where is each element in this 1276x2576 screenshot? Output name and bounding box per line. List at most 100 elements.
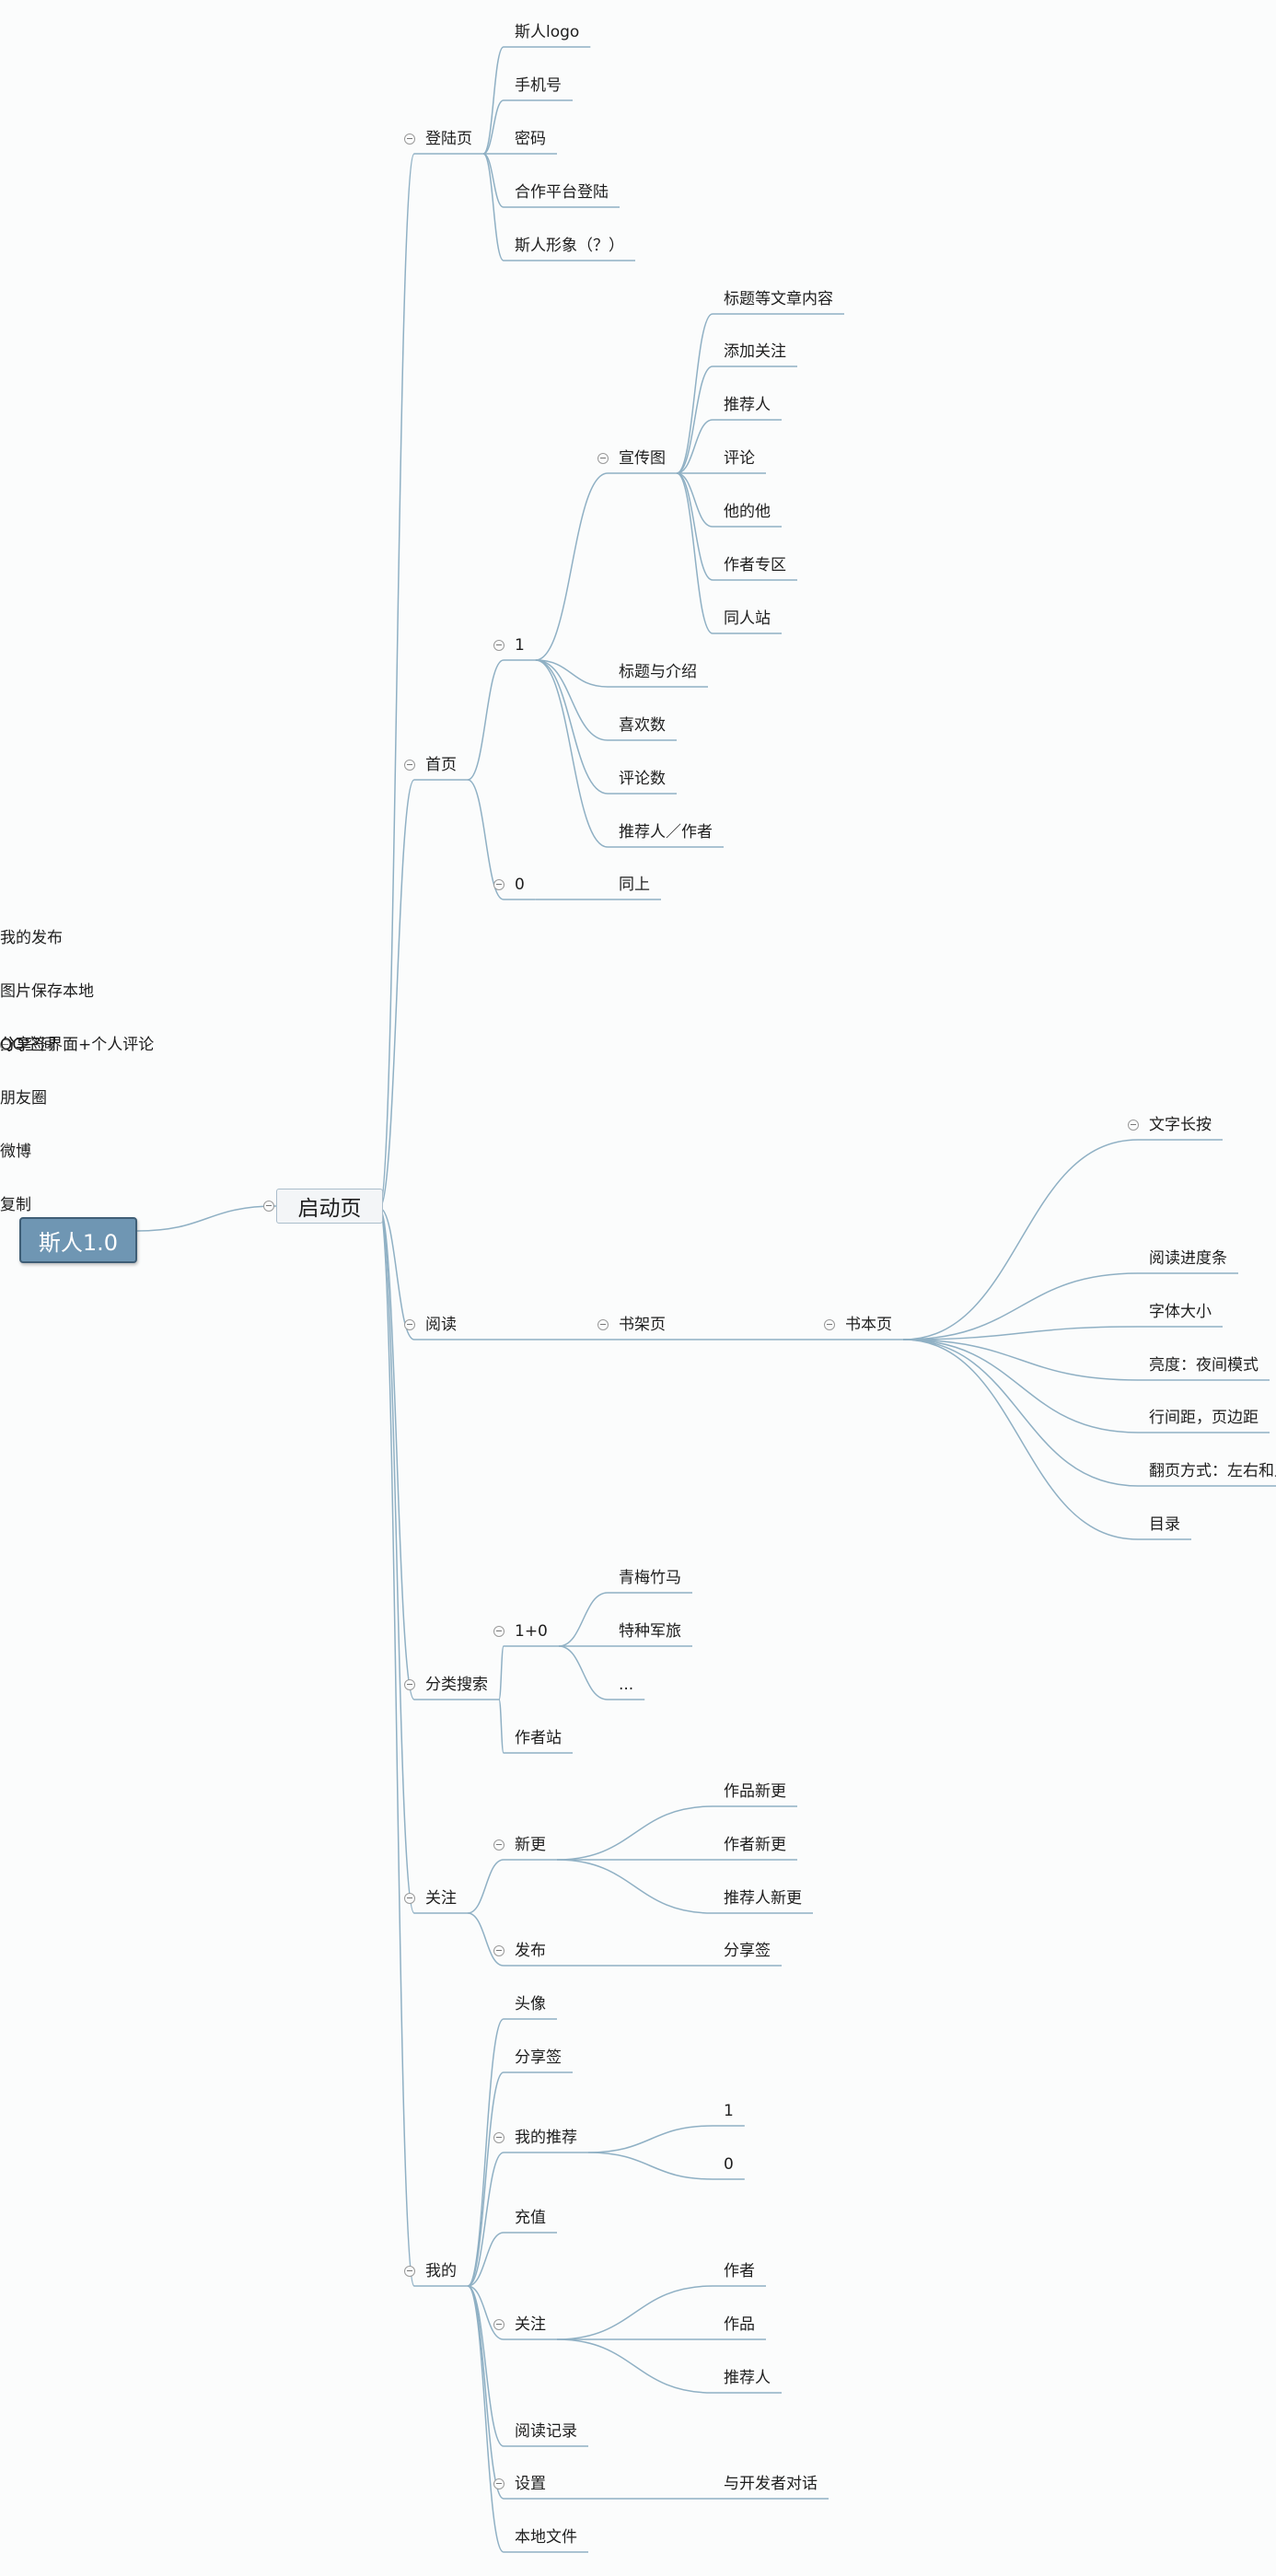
subtopic-node[interactable]: 与开发者对话 bbox=[724, 2475, 818, 2493]
subtopic-node[interactable]: 手机号 bbox=[515, 76, 562, 95]
subtopic-node[interactable]: 充值 bbox=[515, 2209, 546, 2227]
subtopic-node[interactable]: 作者站 bbox=[515, 1729, 562, 1747]
topic-node[interactable]: 分享签界面+个人评论 bbox=[0, 1036, 155, 1054]
topic-node[interactable]: 书架页 bbox=[619, 1316, 666, 1334]
collapse-icon[interactable] bbox=[404, 1319, 415, 1330]
connector-line bbox=[378, 779, 415, 1209]
subtopic-node[interactable]: 头像 bbox=[515, 1995, 546, 2013]
subtopic-node[interactable]: 复制 bbox=[0, 1196, 31, 1214]
topic-node[interactable]: 关注 bbox=[425, 1889, 457, 1908]
collapse-icon[interactable] bbox=[493, 2478, 505, 2489]
subtopic-node[interactable]: 同人站 bbox=[724, 609, 771, 628]
topic-node[interactable]: 宣传图 bbox=[619, 449, 666, 468]
subtopic-node[interactable]: 斯人形象（？） bbox=[515, 237, 624, 255]
subtopic-node[interactable]: 微博 bbox=[0, 1143, 31, 1161]
subtopic-node[interactable]: 他的他 bbox=[724, 503, 771, 521]
connector-line bbox=[676, 472, 713, 634]
collapse-icon[interactable] bbox=[824, 1319, 835, 1330]
connector-line bbox=[556, 1859, 713, 1914]
collapse-icon[interactable] bbox=[493, 640, 505, 651]
subtopic-node[interactable]: 标题与介绍 bbox=[619, 663, 697, 681]
subtopic-node[interactable]: 作者 bbox=[724, 2262, 755, 2280]
subtopic-node[interactable]: 推荐人 bbox=[724, 2369, 771, 2387]
collapse-icon[interactable] bbox=[404, 760, 415, 771]
subtopic-node[interactable]: 行间距，页边距 bbox=[1149, 1409, 1259, 1427]
collapse-icon[interactable] bbox=[493, 2319, 505, 2330]
subtopic-node[interactable]: 阅读进度条 bbox=[1149, 1249, 1227, 1268]
subtopic-node[interactable]: 添加关注 bbox=[724, 342, 786, 361]
subtopic-node[interactable]: 翻页方式：左右和上下 bbox=[1149, 1462, 1276, 1480]
topic-node[interactable]: 关注 bbox=[515, 2315, 546, 2334]
subtopic-node[interactable]: 特种军旅 bbox=[619, 1622, 681, 1641]
collapse-icon[interactable] bbox=[597, 453, 609, 464]
subtopic-node[interactable]: 合作平台登陆 bbox=[515, 183, 609, 202]
subtopic-node[interactable]: 斯人logo bbox=[515, 23, 580, 41]
topic-node[interactable]: 我的 bbox=[425, 2262, 457, 2280]
subtopic-node[interactable]: 本地文件 bbox=[515, 2528, 577, 2547]
subtopic-node[interactable]: 分享签 bbox=[724, 1942, 771, 1960]
collapse-icon[interactable] bbox=[493, 1626, 505, 1637]
subtopic-node[interactable]: 字体大小 bbox=[1149, 1303, 1212, 1321]
subtopic-node[interactable]: 作者专区 bbox=[724, 556, 786, 574]
topic-node[interactable]: 0 bbox=[515, 876, 525, 894]
subtopic-node[interactable]: 作品新更 bbox=[724, 1782, 786, 1801]
topic-node[interactable]: 设置 bbox=[515, 2475, 546, 2493]
collapse-icon[interactable] bbox=[493, 1945, 505, 1956]
topic-node[interactable]: 1 bbox=[515, 636, 525, 655]
collapse-icon[interactable] bbox=[404, 1679, 415, 1690]
subtopic-node[interactable]: 标题等文章内容 bbox=[724, 290, 833, 308]
subtopic-node[interactable]: 推荐人新更 bbox=[724, 1889, 802, 1908]
collapse-icon[interactable] bbox=[0, 1039, 11, 1050]
connector-line bbox=[535, 659, 609, 848]
subtopic-node[interactable]: 朋友圈 bbox=[0, 1089, 47, 1108]
collapse-icon[interactable] bbox=[1128, 1120, 1139, 1131]
connector-line bbox=[378, 1207, 415, 2287]
topic-node[interactable]: 文字长按 bbox=[1149, 1116, 1212, 1134]
connector-line bbox=[467, 2071, 505, 2287]
topic-node[interactable]: 书本页 bbox=[845, 1316, 892, 1334]
collapse-icon[interactable] bbox=[493, 2132, 505, 2143]
subtopic-node[interactable]: 评论 bbox=[724, 449, 755, 468]
subtopic-node[interactable]: 作者新更 bbox=[724, 1836, 786, 1854]
connector-line bbox=[467, 2285, 505, 2553]
root-node[interactable]: 斯人1.0 bbox=[19, 1217, 137, 1263]
subtopic-node[interactable]: 推荐人／作者 bbox=[619, 823, 713, 841]
subtopic-node[interactable]: 推荐人 bbox=[724, 396, 771, 414]
subtopic-node[interactable]: 分享签 bbox=[515, 2048, 562, 2067]
subtopic-node[interactable]: 密码 bbox=[515, 130, 546, 148]
collapse-icon[interactable] bbox=[404, 133, 415, 145]
topic-node[interactable]: 1+0 bbox=[515, 1622, 548, 1641]
topic-node[interactable]: 首页 bbox=[425, 756, 457, 774]
collapse-icon[interactable] bbox=[493, 1839, 505, 1851]
subtopic-node[interactable]: 评论数 bbox=[619, 770, 666, 788]
topic-node[interactable]: 我的推荐 bbox=[515, 2129, 577, 2147]
subtopic-node[interactable]: 图片保存本地 bbox=[0, 982, 94, 1001]
center-node[interactable]: 启动页 bbox=[276, 1189, 383, 1224]
subtopic-node[interactable]: ... bbox=[619, 1676, 634, 1694]
topic-node[interactable]: 新更 bbox=[515, 1836, 546, 1854]
subtopic-node[interactable]: 作品 bbox=[724, 2315, 755, 2334]
subtopic-node[interactable]: 喜欢数 bbox=[619, 716, 666, 735]
collapse-icon[interactable] bbox=[263, 1201, 274, 1212]
collapse-icon[interactable] bbox=[404, 2266, 415, 2277]
collapse-icon[interactable] bbox=[493, 879, 505, 890]
subtopic-node[interactable]: 0 bbox=[724, 2155, 734, 2174]
collapse-icon[interactable] bbox=[597, 1319, 609, 1330]
subtopic-node[interactable]: 我的发布 bbox=[0, 929, 63, 947]
topic-node[interactable]: 发布 bbox=[515, 1942, 546, 1960]
subtopic-node[interactable]: 1 bbox=[724, 2102, 734, 2120]
subtopic-node[interactable]: 亮度：夜间模式 bbox=[1149, 1356, 1259, 1375]
subtopic-node[interactable]: 阅读记录 bbox=[515, 2422, 577, 2441]
subtopic-node[interactable]: 青梅竹马 bbox=[619, 1569, 681, 1587]
subtopic-node[interactable]: QQ空间 bbox=[0, 1036, 56, 1054]
connector-line bbox=[535, 659, 609, 688]
connector-line bbox=[587, 2125, 713, 2153]
connector-line bbox=[467, 1859, 505, 1914]
topic-node[interactable]: 登陆页 bbox=[425, 130, 472, 148]
subtopic-node[interactable]: 同上 bbox=[619, 876, 650, 894]
topic-node[interactable]: 阅读 bbox=[425, 1316, 457, 1334]
topic-node[interactable]: 分类搜索 bbox=[425, 1676, 488, 1694]
collapse-icon[interactable] bbox=[404, 1893, 415, 1904]
connector-line bbox=[136, 1205, 277, 1232]
subtopic-node[interactable]: 目录 bbox=[1149, 1515, 1180, 1534]
